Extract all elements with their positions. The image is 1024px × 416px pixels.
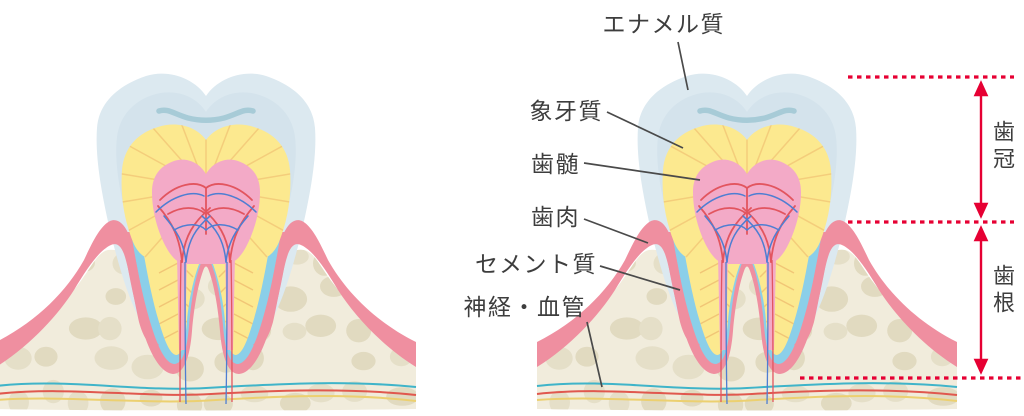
leader-cementum [599, 265, 681, 291]
label-pulp: 歯髄 [531, 151, 580, 177]
measure-arrows [973, 80, 989, 375]
label-enamel: エナメル質 [602, 11, 725, 37]
bracket-label-crown: 歯冠 [990, 120, 1015, 174]
leader-pulp [583, 162, 701, 181]
dotted-lines [800, 75, 1024, 380]
leader-gum [583, 218, 649, 244]
leader-enamel [677, 41, 689, 91]
leader-nerve [586, 321, 603, 388]
leader-lines [583, 41, 701, 388]
label-dentin: 象牙質 [529, 98, 603, 124]
bracket-label-root: 歯根 [990, 264, 1015, 318]
label-cementum: セメント質 [474, 251, 597, 277]
label-gum: 歯肉 [531, 204, 580, 230]
annotation-overlay [583, 41, 1024, 388]
tooth-diagram-left [0, 74, 418, 416]
leader-dentin [606, 111, 684, 149]
label-nerve-vessel: 神経・血管 [463, 294, 586, 320]
